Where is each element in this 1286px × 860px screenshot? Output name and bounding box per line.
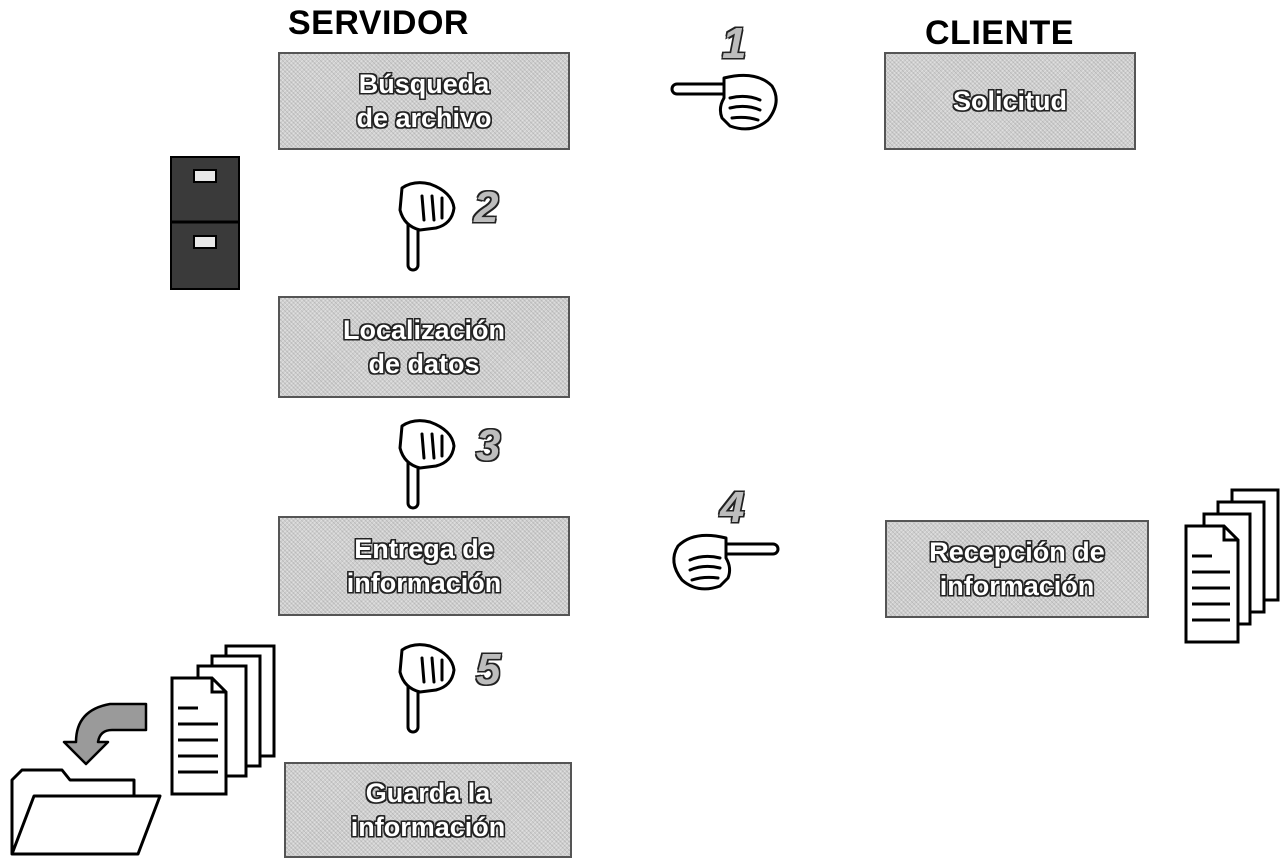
step-number-5: 5	[476, 645, 501, 694]
box-text-line: de archivo	[356, 103, 492, 133]
curved-arrow-icon	[62, 702, 148, 766]
box-text-line: Solicitud	[953, 86, 1067, 116]
server-step-deliver-box: Entrega de información	[278, 516, 570, 616]
file-cabinet-icon	[170, 156, 240, 290]
server-step-locate-box: Localización de datos	[278, 296, 570, 398]
server-heading: SERVIDOR	[288, 4, 469, 42]
document-stack-icon	[1184, 488, 1280, 644]
server-step-search-box: Búsqueda de archivo	[278, 52, 570, 150]
client-step-receive-box: Recepción de información	[885, 520, 1149, 618]
box-text-line: Entrega de	[354, 534, 494, 564]
document-stack-icon	[170, 644, 276, 796]
box-text-line: información	[939, 571, 1095, 601]
box-text-line: Recepción de	[929, 537, 1105, 567]
box-text-line: información	[350, 812, 506, 842]
pointing-hand-down-icon	[398, 643, 456, 734]
step-number-2: 2	[474, 183, 499, 232]
pointing-hand-down-icon	[398, 181, 456, 272]
step-number-3: 3	[476, 421, 501, 470]
pointing-hand-left-icon	[670, 73, 778, 131]
pointing-hand-down-icon	[398, 419, 456, 510]
box-text-line: información	[346, 568, 502, 598]
box-text-line: de datos	[368, 349, 480, 379]
box-text-line: Guarda la	[365, 778, 491, 808]
client-step-request-box: Solicitud	[884, 52, 1136, 150]
step-number-4: 4	[720, 483, 745, 532]
client-heading: CLIENTE	[925, 14, 1074, 52]
pointing-hand-right-icon	[672, 533, 780, 591]
server-step-save-box: Guarda la información	[284, 762, 572, 858]
box-text-line: Búsqueda	[358, 69, 490, 99]
box-text-line: Localización	[342, 315, 506, 345]
folder-icon	[10, 768, 162, 856]
step-number-1: 1	[722, 19, 747, 68]
